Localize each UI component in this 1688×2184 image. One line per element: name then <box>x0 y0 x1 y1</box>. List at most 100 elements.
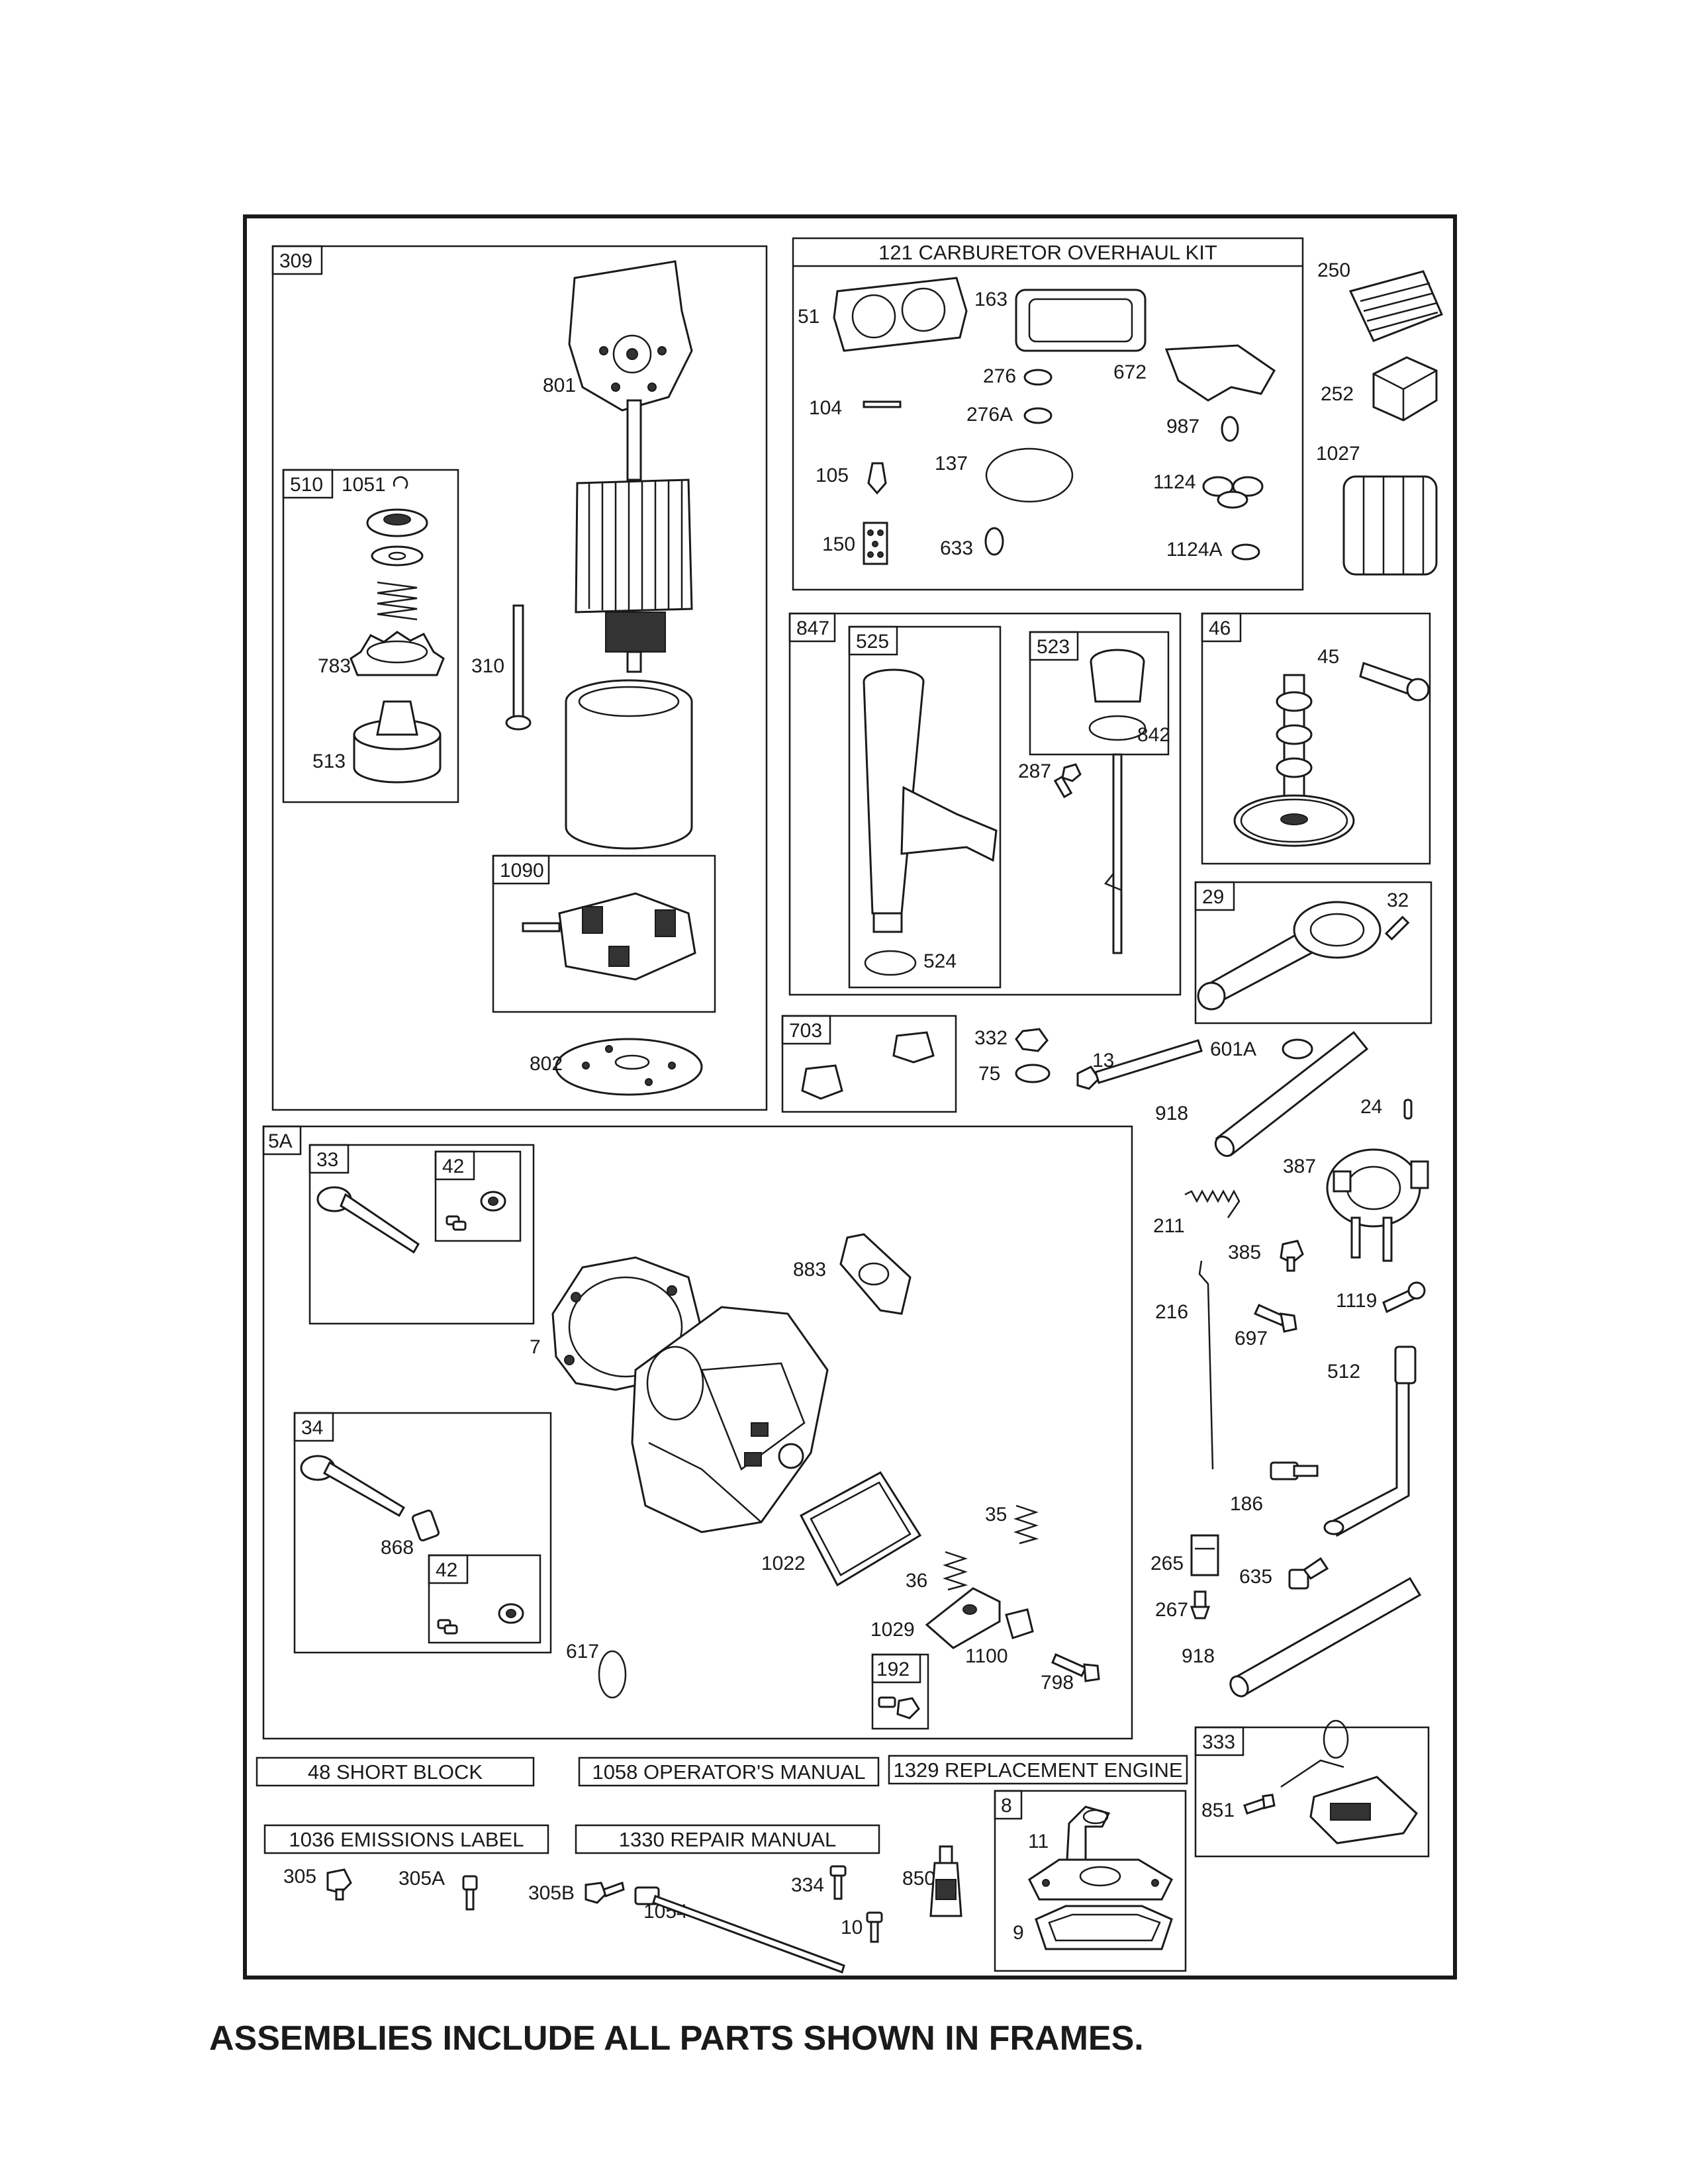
starter-housing <box>565 679 693 850</box>
screw-851 <box>1243 1794 1276 1815</box>
frame-34: 34 <box>293 1412 552 1654</box>
label-918-upper: 918 <box>1155 1103 1188 1124</box>
frame-34-label: 34 <box>301 1417 323 1439</box>
air-filter-250 <box>1348 270 1443 342</box>
pin-104 <box>863 400 902 408</box>
dipstick-523 <box>1088 649 1147 954</box>
frame-510-label: 510 <box>290 474 323 496</box>
label-276: 276 <box>983 365 1016 387</box>
fuel-line-512 <box>1323 1345 1417 1537</box>
label-1100: 1100 <box>965 1645 1008 1667</box>
screw-305 <box>326 1868 352 1901</box>
brush-holder-1090 <box>522 892 696 981</box>
label-250: 250 <box>1317 259 1350 281</box>
frame-8-label: 8 <box>1001 1795 1012 1817</box>
dipstick-tube-525 <box>863 668 998 933</box>
washer-276A <box>1023 407 1053 424</box>
screw-385 <box>1280 1240 1304 1272</box>
label-918-lower: 918 <box>1182 1645 1215 1667</box>
label-137: 137 <box>935 453 968 475</box>
frame-510: 510 <box>282 469 459 803</box>
keepers-42-upper <box>445 1191 506 1231</box>
label-1022: 1022 <box>761 1553 806 1574</box>
frame-42-upper: 42 <box>434 1150 522 1242</box>
label-513: 513 <box>312 751 346 772</box>
elbow-11 <box>1066 1805 1111 1861</box>
frame-33-label: 33 <box>316 1149 338 1171</box>
label-51: 51 <box>798 306 820 328</box>
label-32: 32 <box>1387 889 1409 911</box>
needle-105 <box>867 462 887 495</box>
label-783: 783 <box>318 655 351 677</box>
fitting-635 <box>1288 1557 1329 1590</box>
frame-33: 33 <box>308 1144 535 1325</box>
frame-703-label: 703 <box>789 1020 822 1042</box>
label-524: 524 <box>923 950 957 972</box>
label-850: 850 <box>902 1868 935 1889</box>
gasket-672 <box>1164 344 1276 402</box>
kit-1058-label: 1058 OPERATOR'S MANUAL <box>592 1760 865 1784</box>
adapter-plate-8 <box>1028 1858 1173 1901</box>
label-851: 851 <box>1201 1799 1235 1821</box>
fuel-line-918-lower <box>1229 1576 1422 1698</box>
screw-1119 <box>1382 1281 1426 1314</box>
label-267: 267 <box>1155 1599 1188 1621</box>
frame-525: 525 <box>848 625 1002 989</box>
screw-305A <box>462 1875 478 1911</box>
o-ring-524 <box>864 950 917 976</box>
frame-523: 523 <box>1029 631 1170 756</box>
spring-36 <box>943 1551 968 1591</box>
label-883: 883 <box>793 1259 826 1281</box>
frame-42-lower: 42 <box>428 1554 541 1644</box>
fitting-186 <box>1270 1461 1319 1480</box>
label-305A: 305A <box>399 1868 445 1889</box>
label-11: 11 <box>1028 1831 1049 1852</box>
label-601A: 601A <box>1210 1038 1256 1060</box>
keepers-42-lower <box>437 1603 524 1635</box>
seals-1124 <box>1202 476 1264 509</box>
spring-211 <box>1184 1189 1241 1218</box>
screw-334 <box>829 1865 847 1900</box>
pre-cleaner-252 <box>1372 356 1438 422</box>
label-1124A: 1124A <box>1166 539 1223 561</box>
frame-1090: 1090 <box>492 854 716 1013</box>
screw-267 <box>1190 1590 1211 1619</box>
starter-armature <box>575 399 693 673</box>
label-512: 512 <box>1327 1361 1360 1383</box>
frame-192-label: 192 <box>876 1659 910 1680</box>
stud-798 <box>1051 1653 1100 1682</box>
plug-987 <box>1221 416 1239 442</box>
label-287: 287 <box>1018 760 1051 782</box>
frame-847: 847 <box>788 612 1182 996</box>
label-617: 617 <box>566 1641 599 1662</box>
frame-847-label: 847 <box>796 617 829 639</box>
label-1124: 1124 <box>1153 471 1196 493</box>
spring-35 <box>1013 1504 1039 1545</box>
frame-121: 121 CARBURETOR OVERHAUL KIT <box>792 237 1304 591</box>
kit-1036-label: 1036 EMISSIONS LABEL <box>289 1828 524 1851</box>
label-163: 163 <box>974 289 1008 310</box>
frame-1090-label: 1090 <box>500 860 544 882</box>
label-211: 211 <box>1153 1215 1185 1237</box>
part-265 <box>1190 1534 1219 1576</box>
frame-42-upper-label: 42 <box>442 1156 464 1177</box>
kit-1329-label: 1329 REPLACEMENT ENGINE <box>893 1758 1182 1782</box>
kit-1330-repair-manual: 1330 REPAIR MANUAL <box>575 1824 880 1854</box>
seal-633 <box>984 527 1004 556</box>
label-1119: 1119 <box>1336 1290 1377 1312</box>
pivot-1100 <box>1005 1608 1034 1639</box>
outer-border <box>243 214 1457 1979</box>
frame-333: 333 <box>1194 1726 1430 1858</box>
label-35: 35 <box>985 1504 1007 1525</box>
carburetor-gasket-51 <box>833 277 968 352</box>
label-798: 798 <box>1041 1672 1074 1694</box>
pin-24 <box>1403 1099 1413 1120</box>
o-ring-137 <box>985 447 1074 503</box>
label-672: 672 <box>1113 361 1147 383</box>
retaining-ring-icon <box>393 476 408 489</box>
kit-1329-replacement-engine: 1329 REPLACEMENT ENGINE <box>888 1754 1188 1785</box>
kit-1058-operators-manual: 1058 OPERATOR'S MANUAL <box>578 1756 880 1787</box>
frame-309: 309 <box>271 245 768 1111</box>
clamp-601A <box>1282 1038 1313 1060</box>
